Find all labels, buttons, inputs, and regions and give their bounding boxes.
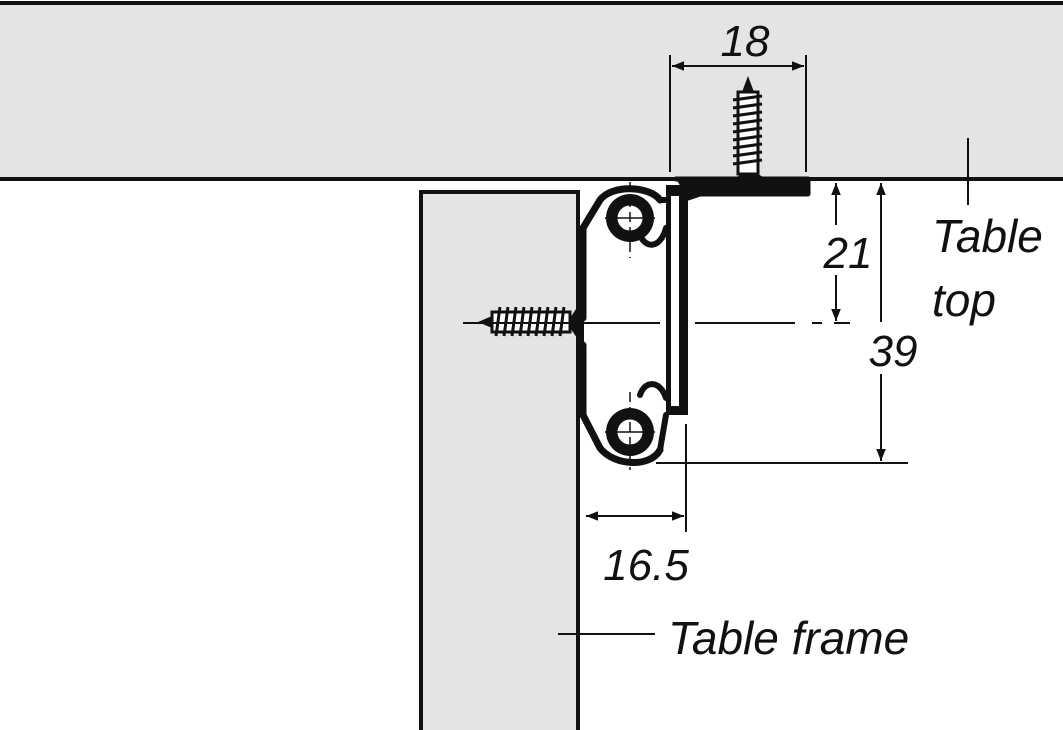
mounting-bracket [579, 176, 811, 466]
dimension-39-label: 39 [869, 327, 918, 376]
dimension-21-label: 21 [823, 229, 873, 278]
dimension-16-5 [586, 424, 687, 532]
table-top-label-line1: Table [932, 210, 1043, 262]
table-top-label-line2: top [932, 274, 996, 326]
dimension-18 [669, 55, 807, 172]
table-frame-panel [419, 190, 580, 730]
table-frame-label: Table frame [668, 612, 909, 664]
dimension-16-5-label: 16.5 [603, 541, 689, 590]
vertical-screw [725, 76, 775, 185]
table-top-panel [0, 1, 1063, 181]
dimension-18-label: 18 [721, 17, 770, 66]
dimension-39 [656, 183, 908, 464]
upper-roller [605, 182, 655, 258]
lower-roller [605, 392, 655, 470]
horizontal-screw [478, 296, 584, 349]
